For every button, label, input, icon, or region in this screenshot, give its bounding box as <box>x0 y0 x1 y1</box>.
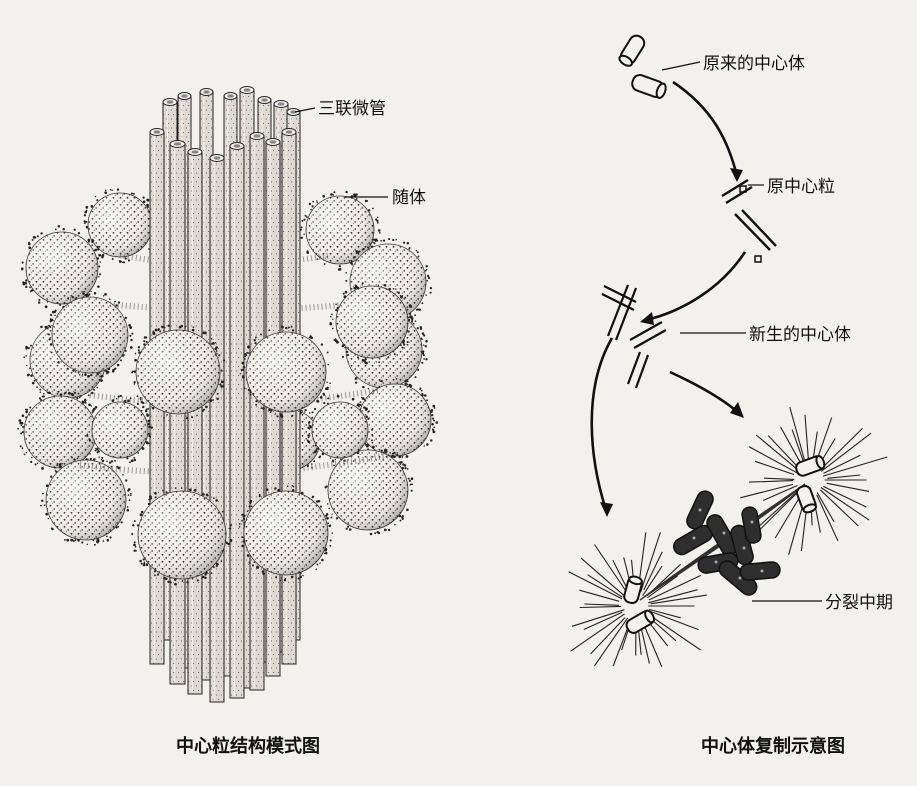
procentriole-stage <box>721 178 777 263</box>
satellite-body <box>299 190 381 271</box>
centriole-structure-diagram: 三联微管 随体 中心粒结构模式图 <box>17 86 439 757</box>
astral-ray <box>826 482 870 492</box>
satellite-body <box>329 282 415 365</box>
astral-ray <box>822 456 888 477</box>
astral-ray <box>571 609 625 627</box>
satellite-body <box>354 378 439 463</box>
astral-ray <box>587 574 623 598</box>
original-centrosome-label: 原来的中心体 <box>703 54 805 74</box>
replication-arrows <box>590 80 747 511</box>
satellite-body <box>324 443 414 536</box>
astral-ray <box>820 432 872 472</box>
astral-ray <box>580 557 627 599</box>
microtubule <box>249 132 265 691</box>
astral-ray <box>584 603 620 606</box>
satellite-body <box>83 188 159 264</box>
new-centrosome-stage <box>601 284 667 389</box>
astral-ray <box>820 487 870 521</box>
original-centrosome-leader <box>661 61 701 71</box>
metaphase-label: 分裂中期 <box>825 593 893 613</box>
satellite-body <box>239 325 331 418</box>
satellite-body <box>86 394 153 464</box>
astral-ray <box>816 492 835 522</box>
astral-ray <box>570 613 625 652</box>
microtubule <box>229 142 245 699</box>
astral-ray <box>791 429 806 466</box>
astral-ray <box>816 494 839 542</box>
astral-ray <box>579 605 622 609</box>
astral-ray <box>583 611 623 631</box>
astral-ray <box>649 615 701 651</box>
satellite-body <box>238 485 334 582</box>
upper-aster <box>740 406 888 555</box>
astral-ray <box>648 608 681 619</box>
astral-ray <box>647 575 679 599</box>
satellite-body <box>131 487 233 586</box>
astral-ray <box>594 617 629 667</box>
astral-ray <box>643 551 663 591</box>
microtubule <box>187 148 203 695</box>
astral-ray <box>612 622 631 667</box>
astral-ray <box>819 489 859 527</box>
centrosome-replication-diagram: 原来的中心体 原中心粒 新生的中心体 分裂中期 中心体复制示意图 <box>568 34 893 757</box>
astral-ray <box>767 435 799 468</box>
satellite-stalk <box>79 452 391 476</box>
astral-ray <box>740 483 794 499</box>
left-caption: 中心粒结构模式图 <box>176 735 320 757</box>
astral-ray <box>804 414 810 466</box>
astral-ray <box>749 480 794 483</box>
metaphase-centrioles <box>623 455 826 634</box>
astral-ray <box>648 589 698 604</box>
astral-ray <box>640 532 661 593</box>
astral-ray <box>590 617 626 655</box>
astral-ray <box>755 434 799 471</box>
new-centrosome-label: 新生的中心体 <box>749 325 851 345</box>
astral-ray <box>579 589 620 602</box>
astral-ray <box>594 544 629 594</box>
astral-ray <box>754 460 795 476</box>
astral-ray <box>754 490 799 531</box>
right-caption: 中心体复制示意图 <box>701 735 845 757</box>
satellite-body <box>131 324 226 420</box>
astral-ray <box>789 406 808 469</box>
satellite-body <box>47 290 134 378</box>
triplet-microtubules-label: 三联微管 <box>318 99 386 119</box>
astral-ray <box>762 484 798 502</box>
satellite-body <box>306 394 374 462</box>
astral-ray <box>748 446 800 475</box>
astral-ray <box>823 485 867 508</box>
astral-ray <box>822 428 863 468</box>
triplet-microtubules-leader <box>294 107 316 113</box>
astral-ray <box>823 454 861 474</box>
astral-ray <box>650 610 699 631</box>
astral-ray <box>642 565 663 597</box>
astral-ray <box>568 571 623 600</box>
arrowheads <box>600 168 744 517</box>
microtubule <box>209 154 225 703</box>
astral-ray <box>764 477 795 480</box>
satellite-body <box>40 456 132 546</box>
astral-ray <box>648 574 702 601</box>
original-centrosome <box>618 34 667 99</box>
procentriole-label: 原中心粒 <box>767 177 835 197</box>
astral-ray <box>827 474 861 479</box>
satellite-bodies-front <box>47 282 415 586</box>
satellite-body <box>17 390 103 473</box>
astral-ray <box>780 426 802 465</box>
chromosome-texture <box>692 508 764 580</box>
satellites-label: 随体 <box>392 188 426 208</box>
astral-ray <box>753 489 801 536</box>
chromosomes <box>672 490 781 596</box>
astral-ray <box>650 594 707 605</box>
